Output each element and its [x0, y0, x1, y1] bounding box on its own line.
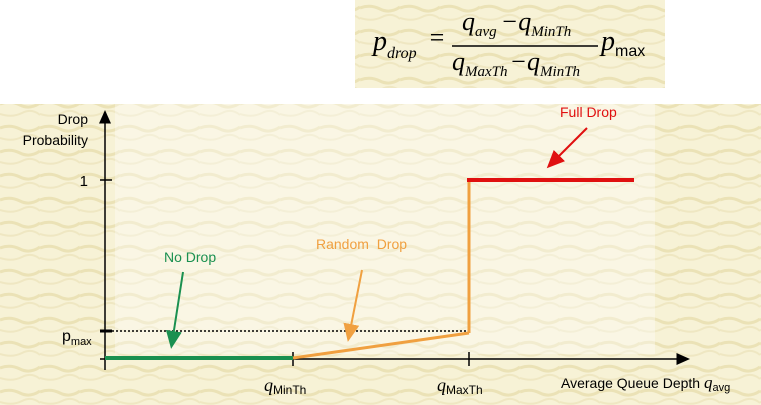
- plot-area-wash: [115, 104, 655, 354]
- formula-rhs: pmax: [599, 26, 645, 60]
- drop-probability-formula: pdrop = qavg−qMinTh qMaxTh−qMinTh pmax: [371, 7, 645, 80]
- formula-denominator: qMaxTh−qMinTh: [452, 47, 580, 80]
- y-tick-label-1: 1: [80, 173, 88, 190]
- full-drop-arrow: [546, 127, 588, 169]
- random-drop-segment: [292, 331, 470, 360]
- y-axis-label-line2: Probability: [23, 132, 88, 148]
- random-drop-arrow: [343, 269, 363, 342]
- random-drop-label: Random Drop: [316, 236, 407, 252]
- y-tick-label-pmax: pmax: [62, 328, 92, 348]
- formula-lhs: pdrop: [371, 26, 417, 62]
- formula-numerator: qavg−qMinTh: [462, 7, 571, 40]
- x-tick-label-minth: qMinTh: [264, 375, 306, 397]
- formula-equals: =: [428, 23, 446, 52]
- no-drop-arrow: [165, 271, 184, 349]
- plot-background: [0, 104, 761, 405]
- y-axis-label-line1: Drop: [58, 111, 89, 127]
- full-drop-label: Full Drop: [560, 104, 617, 120]
- x-axis-label: Average Queue Depth qavg: [561, 373, 730, 394]
- x-tick-label-maxth: qMaxTh: [437, 375, 483, 397]
- formula-background: [355, 0, 665, 88]
- no-drop-label: No Drop: [164, 249, 216, 265]
